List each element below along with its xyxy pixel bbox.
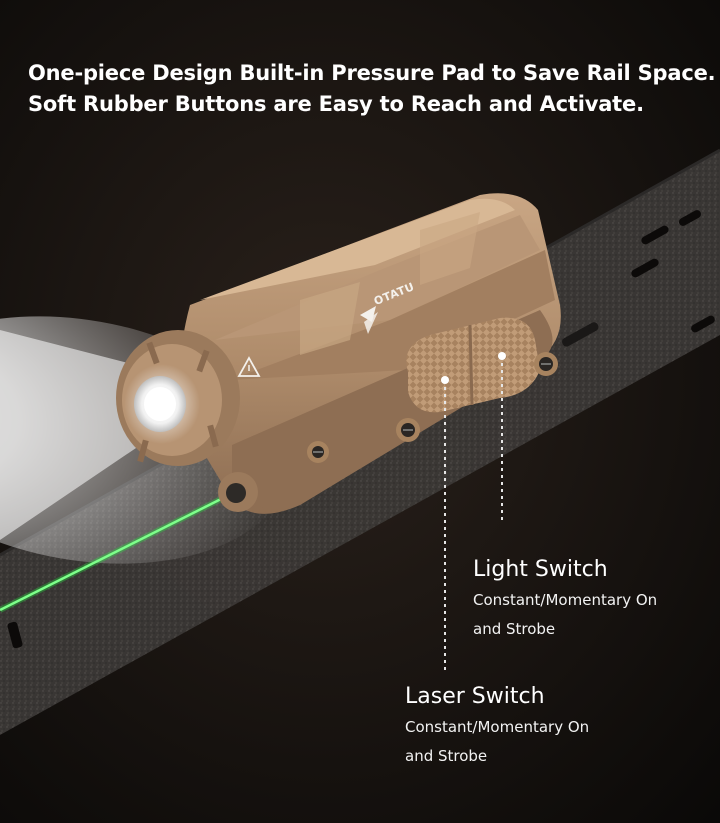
headline-line-1: One-piece Design Built-in Pressure Pad t…: [28, 61, 716, 85]
laser-switch-description: Constant/Momentary On and Strobe: [405, 713, 589, 771]
laser-switch-title: Laser Switch: [405, 684, 545, 709]
light-switch-description: Constant/Momentary On and Strobe: [473, 586, 657, 644]
light-switch-title: Light Switch: [473, 557, 608, 582]
light-switch-desc-line-1: Constant/Momentary On: [473, 591, 658, 609]
flashlight-body: [116, 193, 561, 514]
brand-logo-icon: [360, 306, 378, 334]
laser-switch-desc-line-1: Constant/Momentary On: [405, 718, 590, 736]
headline-line-2: Soft Rubber Buttons are Easy to Reach an…: [28, 92, 644, 116]
laser-switch-desc-line-2: and Strobe: [405, 747, 488, 765]
light-switch-desc-line-2: and Strobe: [473, 620, 556, 638]
laser-warning-icon: [237, 356, 261, 377]
light-switch-callout: Light Switch Constant/Momentary On and S…: [473, 556, 657, 644]
laser-switch-callout: Laser Switch Constant/Momentary On and S…: [405, 683, 589, 771]
headline: One-piece Design Built-in Pressure Pad t…: [28, 58, 716, 120]
